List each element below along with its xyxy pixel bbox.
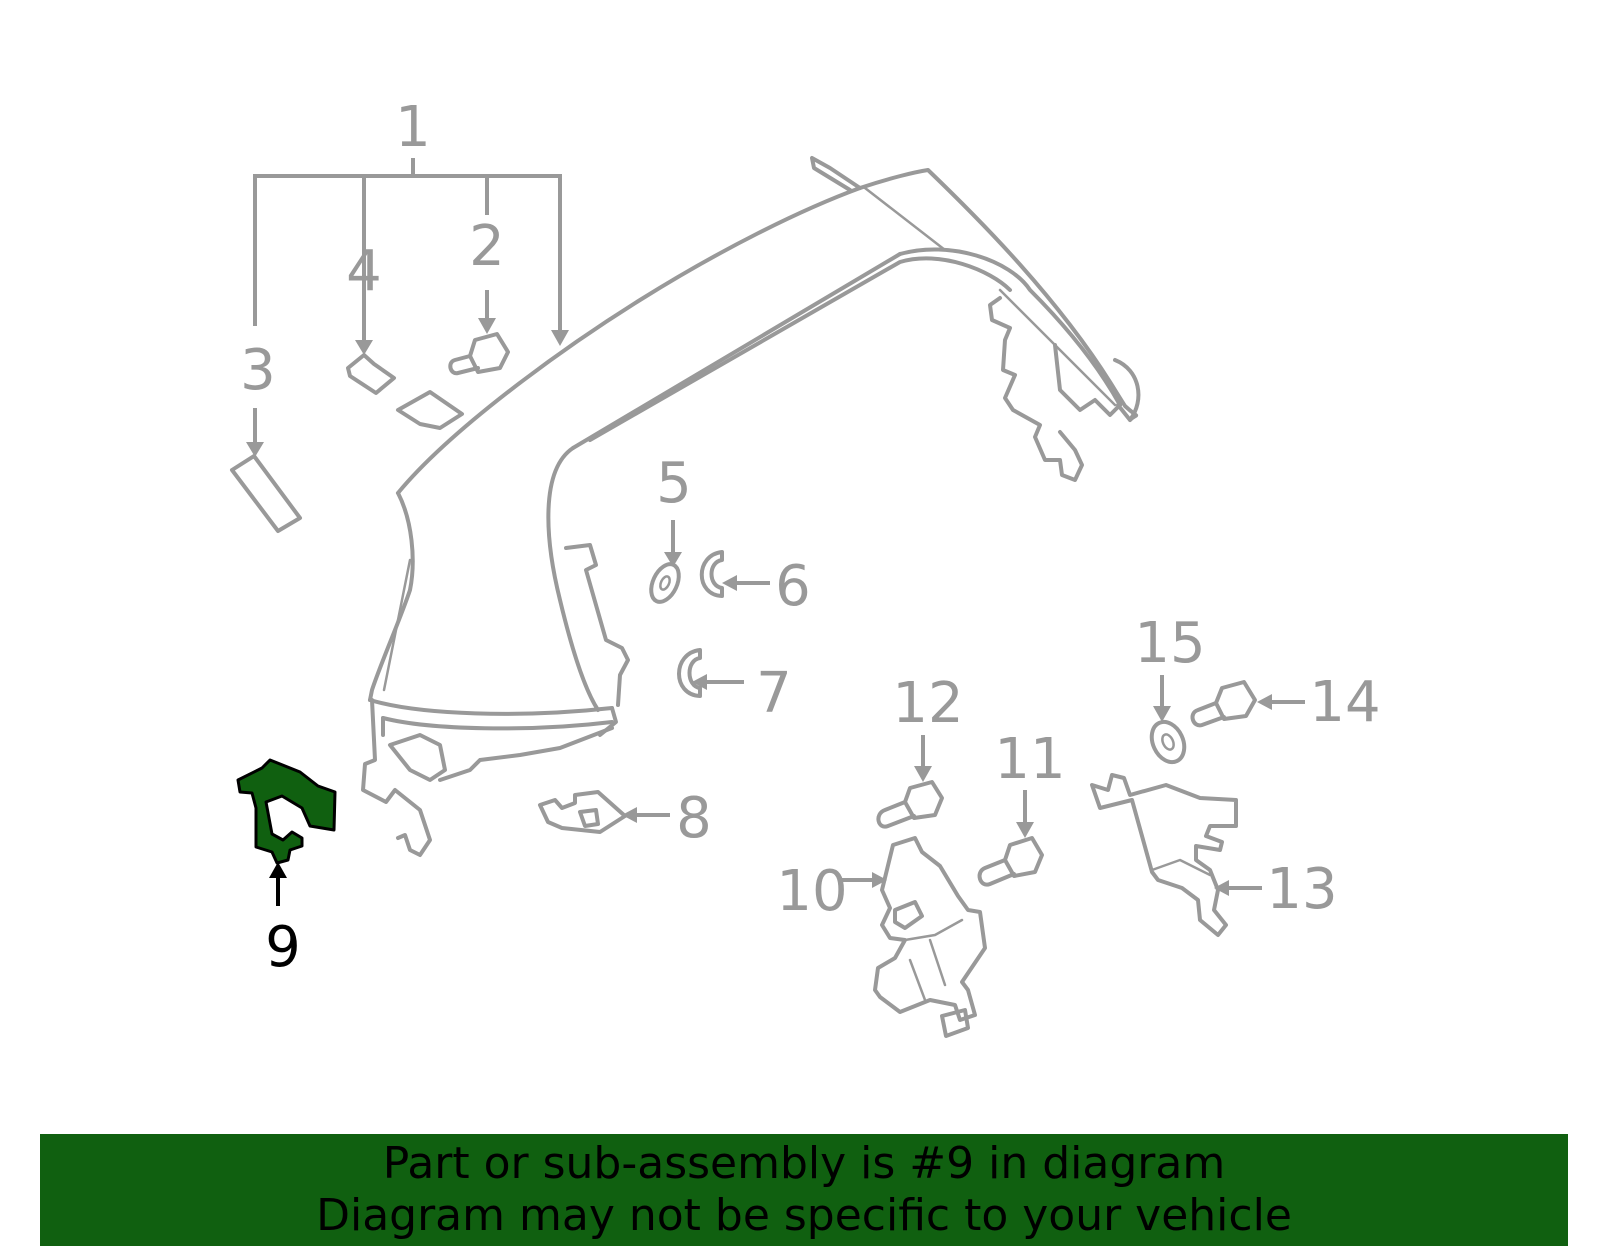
part-10-bracket	[840, 836, 987, 1038]
info-banner: Part or sub-assembly is #9 in diagram Di…	[40, 1134, 1568, 1246]
part-13-bracket	[1090, 773, 1262, 937]
part-labels: 1 2 3 4 5 6 7 8 9 10 11 12 13 14 15	[240, 95, 1380, 980]
label-14: 14	[1309, 670, 1380, 735]
part-5-washer	[649, 520, 682, 604]
label-10: 10	[776, 859, 847, 924]
label-5: 5	[656, 451, 692, 516]
part-8-bracket	[538, 790, 670, 834]
label-2: 2	[469, 214, 505, 279]
label-1: 1	[395, 95, 431, 160]
label-8: 8	[676, 786, 712, 851]
label-3: 3	[240, 338, 276, 403]
part-2-bolt	[448, 290, 510, 376]
label-15: 15	[1134, 611, 1205, 676]
label-4: 4	[346, 239, 382, 304]
part-4-clip	[346, 305, 396, 395]
banner-line-disclaimer: Diagram may not be specific to your vehi…	[316, 1190, 1292, 1241]
label-9-selected[interactable]: 9	[265, 915, 301, 980]
label-6: 6	[775, 554, 811, 619]
part-9-bracket-highlighted[interactable]	[236, 758, 337, 906]
label-12: 12	[892, 671, 963, 736]
label-11: 11	[994, 727, 1065, 792]
label-1-bracket	[253, 158, 569, 346]
quarter-panel	[361, 156, 1141, 857]
part-11-bolt	[977, 790, 1044, 887]
part-3-strip	[230, 408, 302, 533]
part-6-clip	[699, 550, 770, 598]
part-15-washer	[1149, 675, 1187, 765]
banner-line-part: Part or sub-assembly is #9 in diagram	[382, 1138, 1226, 1189]
part-12-bolt	[876, 735, 944, 829]
part-7-clip	[677, 648, 744, 698]
label-7: 7	[756, 661, 792, 726]
label-13: 13	[1266, 857, 1337, 922]
part-14-bolt	[1190, 680, 1305, 728]
